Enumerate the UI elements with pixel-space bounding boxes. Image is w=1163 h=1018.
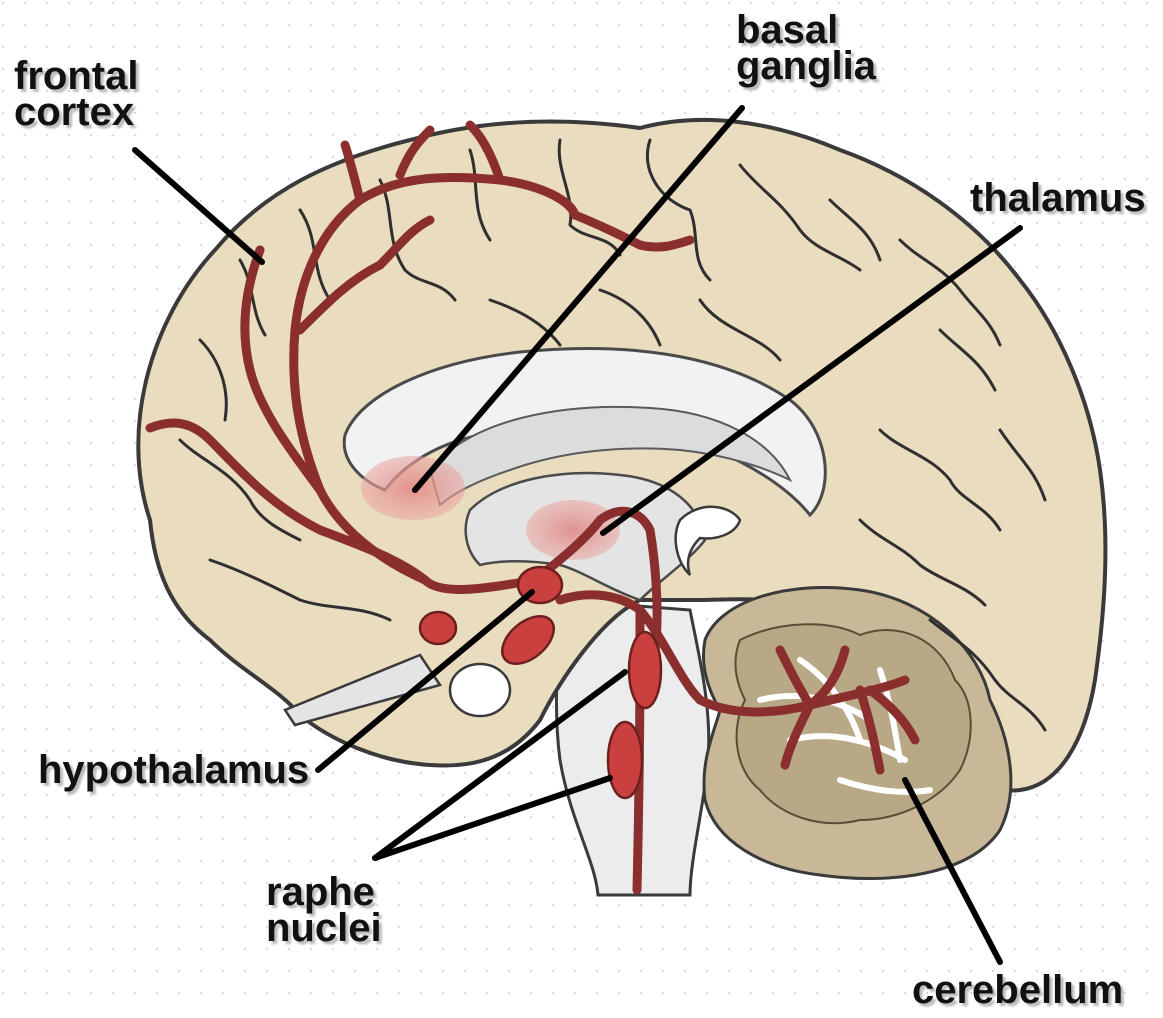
label-raphe-nuclei-line-1: raphe: [266, 874, 382, 910]
label-frontal-cortex-line-1: frontal: [14, 58, 138, 94]
label-cerebellum-text: cerebellum: [912, 972, 1123, 1008]
label-thalamus-text: thalamus: [970, 180, 1146, 216]
label-cerebellum: cerebellum: [912, 972, 1123, 1008]
label-raphe-nuclei-line-2: nuclei: [266, 910, 382, 946]
label-hypothalamus-text: hypothalamus: [38, 752, 309, 788]
mammillary-body: [450, 664, 510, 716]
label-frontal-cortex: frontal cortex: [14, 58, 138, 130]
label-basal-ganglia-line-1: basal: [736, 12, 876, 48]
label-basal-ganglia: basal ganglia: [736, 12, 876, 84]
label-basal-ganglia-line-2: ganglia: [736, 48, 876, 84]
label-hypothalamus: hypothalamus: [38, 752, 309, 788]
label-raphe-nuclei: raphe nuclei: [266, 874, 382, 946]
label-frontal-cortex-line-2: cortex: [14, 94, 138, 130]
label-thalamus: thalamus: [970, 180, 1146, 216]
